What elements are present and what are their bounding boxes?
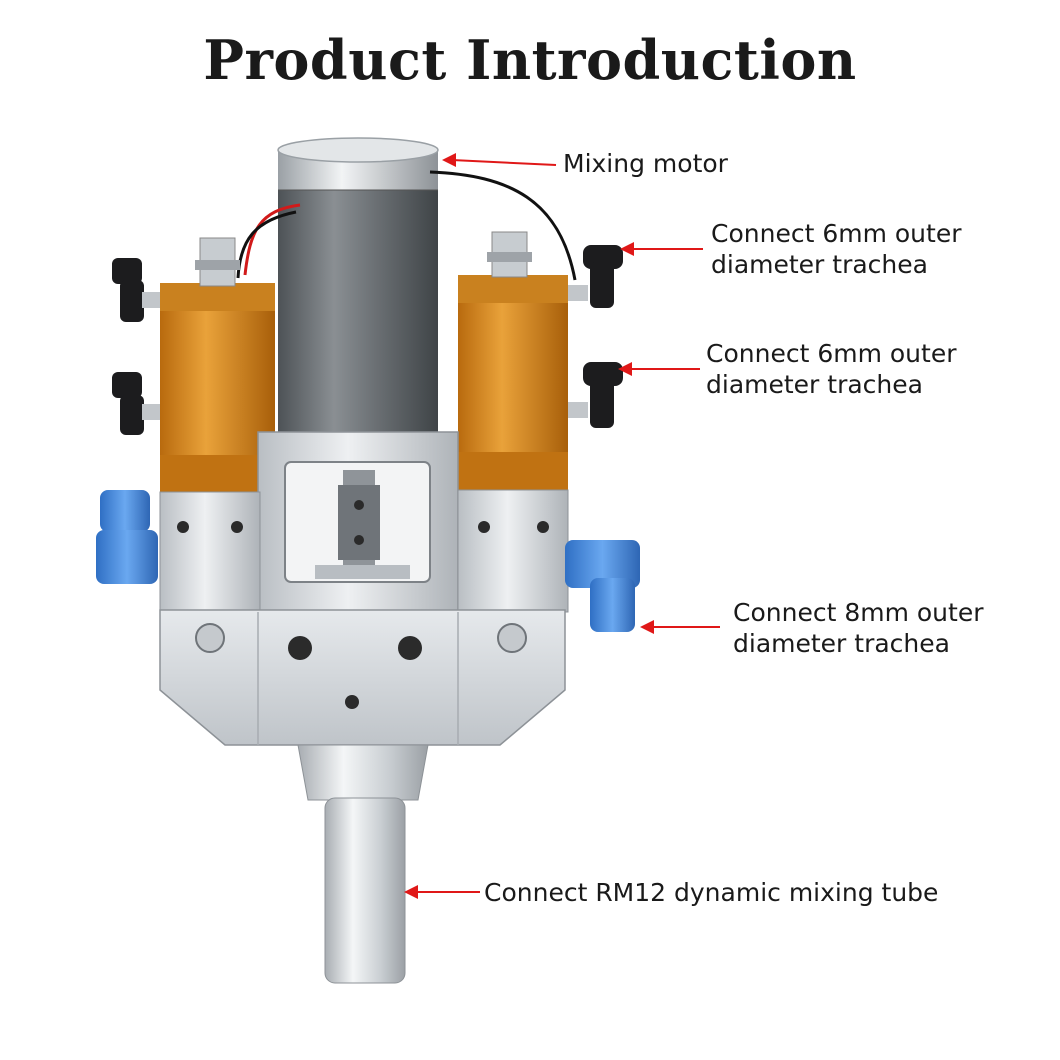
- arrow-motor: [442, 153, 557, 167]
- callout-8mm-port-line2: diameter trachea: [733, 629, 950, 658]
- arrow-port-top: [620, 242, 703, 256]
- right-valve-cylinder: [458, 231, 568, 492]
- callout-8mm-port-line1: Connect 8mm outer: [733, 598, 984, 627]
- page-title: Product Introduction: [203, 28, 857, 92]
- callout-6mm-port-top: Connect 6mm outer diameter trachea: [711, 218, 961, 280]
- callout-6mm-port-mid-line2: diameter trachea: [706, 370, 923, 399]
- callout-mixing-tube-text: Connect RM12 dynamic mixing tube: [484, 878, 939, 907]
- callout-6mm-port-mid: Connect 6mm outer diameter trachea: [706, 338, 956, 400]
- callout-mixing-motor: Mixing motor: [563, 148, 728, 179]
- base-manifold: [159, 609, 566, 746]
- callout-mixing-motor-text: Mixing motor: [563, 149, 728, 178]
- callout-8mm-port: Connect 8mm outer diameter trachea: [733, 597, 983, 659]
- arrow-port-mid: [618, 362, 700, 376]
- coupling-frame: [257, 431, 459, 613]
- black-elbow-fittings: [112, 245, 623, 435]
- arrow-tube: [404, 885, 480, 899]
- callout-6mm-port-top-line2: diameter trachea: [711, 250, 928, 279]
- arrow-port-blue: [640, 620, 720, 634]
- callout-mixing-tube: Connect RM12 dynamic mixing tube: [484, 877, 938, 908]
- side-blocks: [159, 489, 569, 613]
- callout-6mm-port-top-line1: Connect 6mm outer: [711, 219, 962, 248]
- left-valve-cylinder: [160, 237, 275, 495]
- callout-6mm-port-mid-line1: Connect 6mm outer: [706, 339, 957, 368]
- mixing-motor: [277, 137, 439, 440]
- mixing-tube-outlet: [297, 744, 429, 984]
- blue-elbow-fittings: [96, 490, 640, 632]
